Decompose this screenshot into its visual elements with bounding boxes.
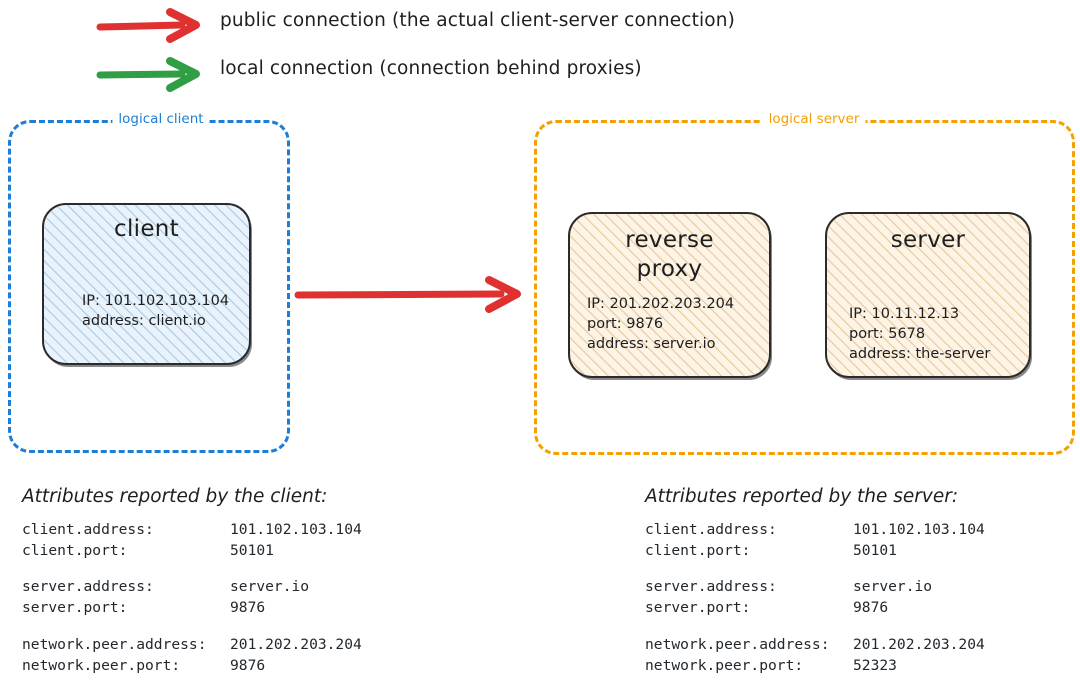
legend-label-public: public connection (the actual client-ser…: [220, 10, 735, 31]
reverse-proxy-node-title: reverse proxy: [570, 226, 769, 285]
logical-client-group: logical client: [8, 111, 290, 453]
server-node-line: IP: 10.11.12.13: [849, 306, 960, 322]
logical-server-label: logical server: [762, 111, 866, 127]
attribute-row: server.address: server.io: [22, 577, 492, 598]
attribute-value: 201.202.203.204: [230, 635, 362, 653]
logical-client-label: logical client: [112, 111, 210, 127]
client-attributes-title: Attributes reported by the client:: [22, 486, 328, 507]
attribute-key: server.port:: [645, 599, 751, 617]
attribute-value: 50101: [230, 541, 274, 559]
attribute-row: server.port: 9876: [645, 598, 1075, 619]
client-attributes-panel: Attributes reported by the client: clien…: [22, 486, 492, 692]
attribute-value: 52323: [853, 656, 897, 674]
attribute-key: client.port:: [645, 541, 751, 559]
attribute-group: network.peer.address: 201.202.203.204 ne…: [645, 635, 1075, 676]
reverse-proxy-node-details: IP: 201.202.203.204 port: 9876 address: …: [587, 294, 734, 354]
attribute-key: network.peer.address:: [645, 635, 830, 653]
legend-label-local: local connection (connection behind prox…: [220, 58, 642, 79]
reverse-proxy-node[interactable]: reverse proxy IP: 201.202.203.204 port: …: [568, 212, 771, 378]
server-node-line: address: the-server: [849, 346, 991, 362]
attribute-key: server.address:: [22, 578, 154, 596]
attribute-value: 101.102.103.104: [853, 521, 985, 538]
client-node[interactable]: client IP: 101.102.103.104 address: clie…: [42, 203, 251, 365]
client-node-details: IP: 101.102.103.104 address: client.io: [82, 291, 229, 331]
attribute-value: server.io: [230, 578, 310, 596]
legend: public connection (the actual client-ser…: [0, 0, 1080, 105]
attribute-value: 9876: [230, 656, 266, 674]
reverse-proxy-node-line: port: 9876: [587, 316, 664, 332]
server-attributes-panel: Attributes reported by the server: clien…: [645, 486, 1075, 692]
attribute-key: client.port:: [22, 541, 128, 559]
attribute-row: network.peer.port: 9876: [22, 656, 492, 677]
server-node-line: port: 5678: [849, 326, 926, 342]
attribute-value: 9876: [853, 599, 889, 617]
attribute-key: server.port:: [22, 599, 128, 617]
attribute-row: client.address: 101.102.103.104: [22, 520, 492, 541]
client-node-title: client: [114, 216, 179, 242]
attribute-row: network.peer.port: 52323: [645, 656, 1075, 677]
server-node-title: server: [890, 227, 966, 253]
attribute-row: server.address: server.io: [645, 577, 1075, 598]
attribute-value: 9876: [230, 599, 266, 617]
attribute-group: client.address: 101.102.103.104 client.p…: [645, 520, 1075, 561]
reverse-proxy-node-line: address: server.io: [587, 336, 716, 352]
attribute-value: 201.202.203.204: [853, 635, 985, 653]
client-node-line: IP: 101.102.103.104: [82, 293, 230, 309]
attribute-group: client.address: 101.102.103.104 client.p…: [22, 520, 492, 561]
attribute-row: client.address: 101.102.103.104: [645, 520, 1075, 541]
attribute-row: client.port: 50101: [22, 541, 492, 562]
green-arrow-icon: [96, 57, 200, 92]
red-arrow-icon: [96, 8, 200, 43]
server-node[interactable]: server IP: 10.11.12.13 port: 5678 addres…: [825, 212, 1031, 378]
attribute-group: server.address: server.io server.port: 9…: [22, 577, 492, 618]
attribute-key: client.address:: [645, 521, 777, 538]
server-node-details: IP: 10.11.12.13 port: 5678 address: the-…: [849, 304, 990, 364]
attribute-key: network.peer.port:: [645, 656, 804, 674]
attribute-value: 101.102.103.104: [230, 521, 362, 538]
attribute-row: server.port: 9876: [22, 598, 492, 619]
attribute-row: network.peer.address: 201.202.203.204: [645, 635, 1075, 656]
reverse-proxy-node-line: IP: 201.202.203.204: [587, 296, 735, 312]
legend-item-public: public connection (the actual client-ser…: [0, 4, 1080, 48]
server-attributes-title: Attributes reported by the server:: [645, 486, 959, 507]
reverse-proxy-title-line: proxy: [636, 256, 703, 283]
reverse-proxy-title-line: reverse: [625, 227, 714, 253]
attribute-row: client.port: 50101: [645, 541, 1075, 562]
attribute-value: 50101: [853, 541, 897, 559]
attribute-row: network.peer.address: 201.202.203.204: [22, 635, 492, 656]
attribute-group: server.address: server.io server.port: 9…: [645, 577, 1075, 618]
public-connection-arrow: [294, 276, 521, 313]
attribute-group: network.peer.address: 201.202.203.204 ne…: [22, 635, 492, 676]
legend-item-local: local connection (connection behind prox…: [0, 52, 1080, 96]
attribute-key: network.peer.address:: [22, 635, 207, 653]
attribute-key: server.address:: [645, 578, 777, 596]
attribute-value: server.io: [853, 578, 933, 596]
logical-server-group: logical server: [534, 111, 1075, 455]
attribute-key: client.address:: [22, 521, 154, 538]
client-node-line: address: client.io: [82, 313, 206, 329]
attribute-key: network.peer.port:: [22, 656, 181, 674]
